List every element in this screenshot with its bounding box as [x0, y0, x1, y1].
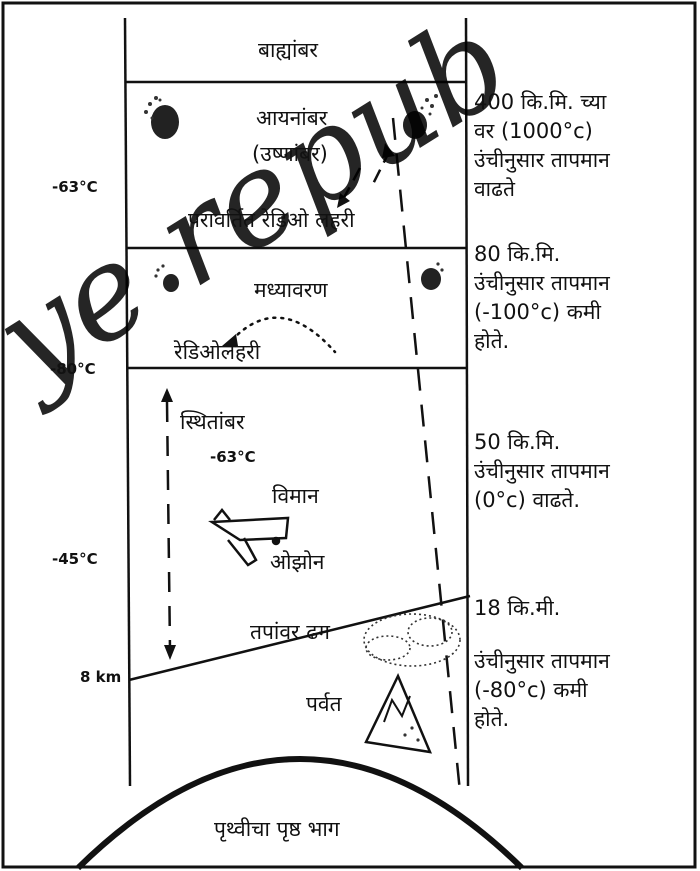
note4-line1: 18 कि.मी.	[474, 594, 610, 623]
label-radio-waves: रेडिओलहरी	[174, 338, 260, 366]
stratosphere-arrow-up	[161, 388, 173, 402]
label-exosphere: बाह्यांबर	[258, 36, 318, 64]
label-thermosphere: (उष्णांबर)	[252, 140, 328, 168]
note1-line2: वर (1000°c)	[474, 117, 610, 146]
meteor-icon	[144, 96, 179, 139]
note1-line4: वाढते	[474, 175, 610, 204]
note4-line5: होते.	[474, 705, 610, 734]
label-ionosphere: आयनांबर	[256, 104, 327, 132]
right-note-1: 400 कि.मि. च्या वर (1000°c) उंचीनुसार ता…	[474, 88, 610, 204]
right-note-4: 18 कि.मी. उंचीनुसार तापमान (-80°c) कमी ह…	[474, 594, 610, 734]
note2-line4: होते.	[474, 327, 610, 356]
column-left-edge	[125, 18, 130, 786]
label-ozone: ओझोन	[270, 548, 324, 576]
right-note-3: 50 कि.मि. उंचीनुसार तापमान (0°c) वाढते.	[474, 428, 610, 515]
label-troposphere-cloud: तपांवर ढग	[250, 618, 330, 646]
label-reflected-radio-waves: परावर्तित रेडिओ लहरी	[188, 206, 355, 234]
note2-line2: उंचीनुसार तापमान	[474, 269, 610, 298]
left-height-8km: 8 km	[80, 668, 121, 686]
note1-line1: 400 कि.मि. च्या	[474, 88, 610, 117]
note4-line4: (-80°c) कमी	[474, 676, 610, 705]
note1-line3: उंचीनुसार तापमान	[474, 146, 610, 175]
label-earth-surface: पृथ्वीचा पृष्ठ भाग	[214, 815, 340, 843]
label-mountain: पर्वत	[306, 690, 342, 718]
stratosphere-dashed-arrow	[167, 402, 170, 650]
note2-line1: 80 कि.मि.	[474, 240, 610, 269]
note4-line2	[474, 623, 610, 647]
label-mesosphere: मध्यावरण	[254, 276, 328, 304]
mountain-icon	[366, 676, 430, 752]
left-temp-2: -80°C	[50, 360, 96, 378]
note2-line3: (-100°c) कमी	[474, 298, 610, 327]
note3-line1: 50 कि.मि.	[474, 428, 610, 457]
note3-line3: (0°c) वाढते.	[474, 486, 610, 515]
stratosphere-arrow-down	[164, 645, 176, 660]
earth-surface-arc	[78, 759, 522, 868]
left-temp-3: -45°C	[52, 550, 98, 568]
label-stratosphere-temp: -63°C	[210, 448, 256, 466]
meteor-icon	[421, 262, 444, 290]
note3-line2: उंचीनुसार तापमान	[474, 457, 610, 486]
label-stratosphere: स्थितांबर	[180, 408, 245, 436]
label-airplane: विमान	[272, 482, 319, 510]
left-temp-1: -63°C	[52, 178, 98, 196]
right-note-2: 80 कि.मि. उंचीनुसार तापमान (-100°c) कमी …	[474, 240, 610, 356]
note4-line3: उंचीनुसार तापमान	[474, 647, 610, 676]
